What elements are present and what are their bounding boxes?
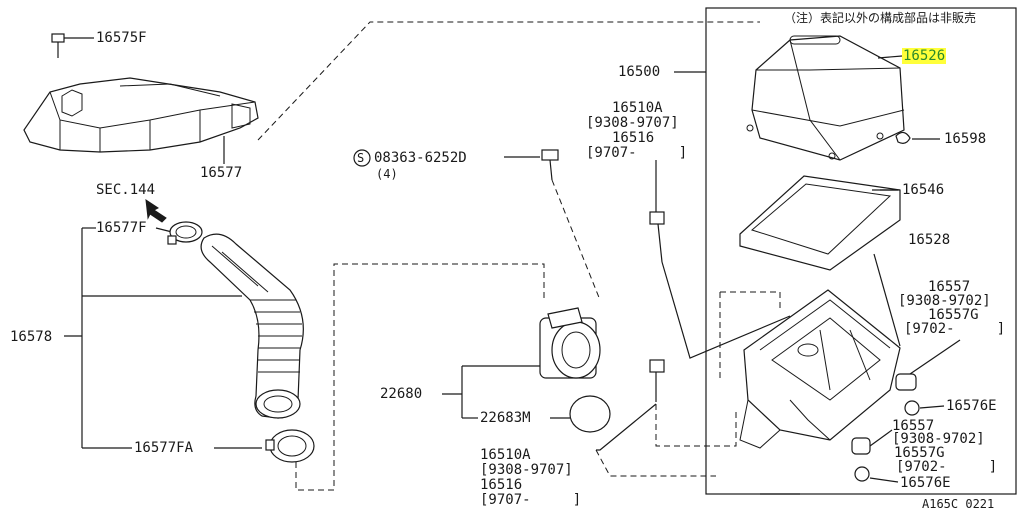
label-16575F: 16575F — [96, 30, 147, 46]
air-flow-meter-22680 — [442, 307, 601, 419]
bolt-16510A-top — [649, 160, 791, 359]
grommet-16557-bottom — [851, 429, 893, 455]
label-16510A-bottom-range: [9308-9707] — [480, 462, 573, 478]
label-16576E-top: 16576E — [946, 398, 997, 414]
clamp-16577FA — [265, 263, 545, 491]
assembly-frame — [705, 7, 1017, 495]
label-16510A-bottom: 16510A — [480, 447, 531, 463]
bracket-16578 — [64, 227, 262, 449]
label-16557G-top: 16557G — [928, 307, 979, 323]
label-16528: 16528 — [908, 232, 951, 248]
label-16598: 16598 — [944, 131, 987, 147]
label-22683M: 22683M — [480, 410, 531, 426]
label-sec-144: SEC.144 — [96, 182, 156, 198]
label-16557-bottom-range: [9308-9702] — [892, 431, 985, 447]
label-16578: 16578 — [10, 329, 53, 345]
label-16557-top: 16557 — [928, 279, 971, 295]
screw-circle — [353, 149, 371, 167]
label-16577: 16577 — [200, 165, 243, 181]
label-16516-bottom: 16516 — [480, 477, 523, 493]
note-text: （注）表記以外の構成部品は非販売 — [784, 11, 977, 25]
grommet-16576E-top — [904, 400, 945, 416]
bolt-16510A-bottom — [595, 359, 737, 477]
intake-hose — [200, 233, 304, 419]
clip-16598 — [895, 131, 940, 144]
label-16516-top-range: [9707- ] — [586, 145, 688, 161]
label-16557G-bottom: 16557G — [894, 445, 945, 461]
clamp-16577F — [167, 221, 203, 245]
label-16577FA: 16577FA — [134, 440, 194, 456]
label-16557-top-range: [9308-9702] — [898, 293, 991, 309]
gasket-22683M — [550, 395, 611, 433]
label-16576E-bottom: 16576E — [900, 475, 951, 491]
label-16510A-top: 16510A — [612, 100, 663, 116]
air-cleaner-cover-16526 — [746, 35, 905, 161]
label-16510A-top-range: [9308-9707] — [586, 115, 679, 131]
label-16577F: 16577F — [96, 220, 147, 236]
label-screw-letter: S — [357, 151, 365, 165]
label-16546: 16546 — [902, 182, 945, 198]
grommet-16557-top — [895, 339, 961, 391]
label-16557G-top-range: [9702- ] — [904, 321, 1006, 337]
label-22680: 22680 — [380, 386, 423, 402]
label-08363: 08363-6252D — [374, 150, 467, 166]
duct-dash-line — [257, 21, 760, 141]
bolt-08363 — [504, 149, 601, 301]
label-16557-bottom: 16557 — [892, 418, 935, 434]
label-16516-bottom-range: [9707- ] — [480, 492, 582, 508]
drawing-code: A165C 0221 — [922, 497, 995, 511]
label-16516-top: 16516 — [612, 130, 655, 146]
sec-arrow — [145, 198, 167, 223]
intake-duct-16577 — [23, 77, 259, 164]
label-16526[interactable]: 16526 — [902, 48, 947, 64]
filter-element-16546 — [739, 175, 901, 271]
label-16557G-bottom-range: [9702- ] — [896, 459, 998, 475]
grommet-16576E-bottom — [854, 466, 899, 483]
air-cleaner-body-16528 — [719, 253, 901, 495]
clip-16575F — [51, 33, 94, 58]
label-08363-qty: (4) — [376, 167, 398, 181]
label-16500: 16500 — [618, 64, 661, 80]
